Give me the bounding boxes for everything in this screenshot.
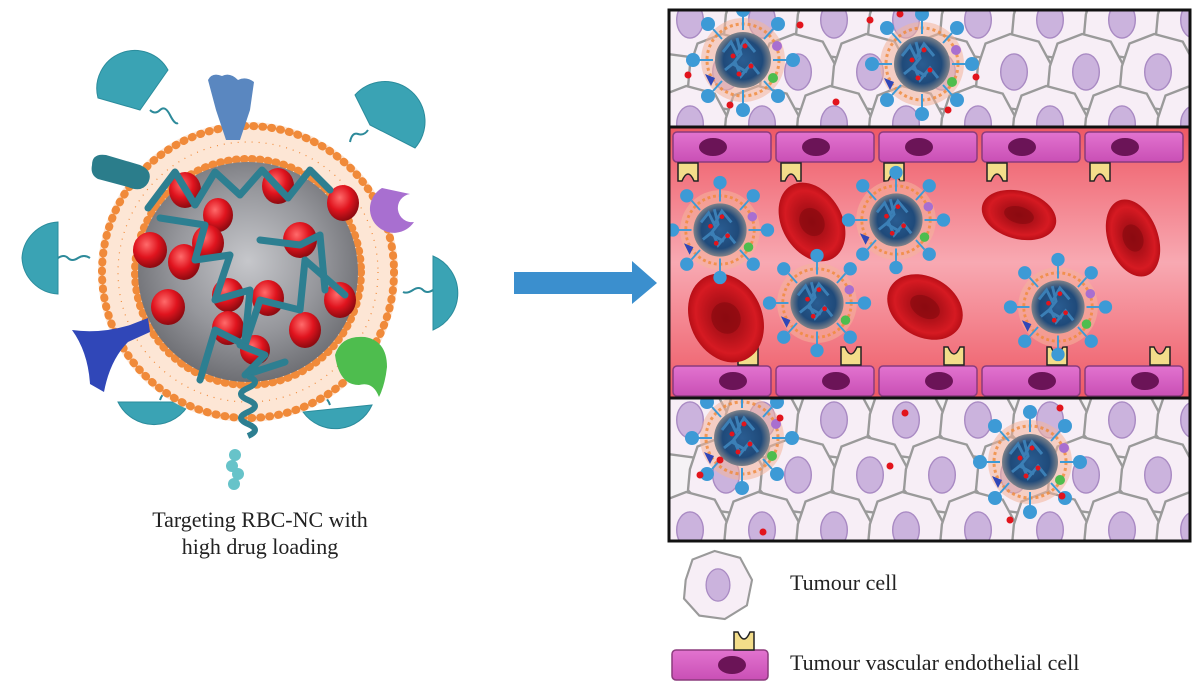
released-drug-dot — [866, 16, 874, 24]
membrane-proteins — [72, 74, 414, 490]
tumour-cell — [866, 490, 946, 541]
ligand-icon — [117, 401, 191, 425]
nucleus — [1028, 372, 1056, 390]
circulating-nanocarrier — [1002, 251, 1114, 363]
ligand-icon — [302, 404, 373, 430]
released-drug-dot — [1056, 404, 1064, 412]
red-blood-cell — [688, 273, 764, 363]
targeting-ligands — [21, 49, 459, 430]
nucleus — [905, 138, 933, 156]
released-drug-dot — [886, 462, 894, 470]
red-blood-cell — [887, 274, 963, 340]
nucleus — [1131, 372, 1159, 390]
legend — [671, 549, 769, 681]
caption-line-2: high drug loading — [181, 534, 339, 559]
nanocarrier-in-tissue — [971, 403, 1089, 521]
nucleus — [719, 372, 747, 390]
rbc-nanocarrier-illustration — [21, 49, 459, 490]
ligand-icon — [96, 49, 169, 111]
tumour-cell-icon — [682, 549, 754, 621]
ligand-icon — [354, 81, 426, 149]
drug-molecules — [133, 168, 359, 365]
c-shaped-protein-icon — [369, 188, 414, 233]
tumour-cell — [1192, 34, 1198, 110]
tumour-cell — [1192, 437, 1198, 513]
ligand-icon — [432, 255, 459, 331]
released-drug-dot — [716, 456, 724, 464]
released-drug-dot — [1006, 516, 1014, 524]
polymer-chains — [144, 166, 349, 384]
helical-protein-icon — [238, 373, 258, 439]
top-tumour-tissue — [669, 10, 1198, 127]
released-drug-dot — [776, 414, 784, 422]
blood-vessel — [669, 127, 1190, 398]
nucleus — [822, 372, 850, 390]
red-blood-cell — [778, 182, 846, 262]
released-drug-dot — [972, 73, 980, 81]
panel-border — [667, 8, 1192, 543]
released-drug-dot — [759, 528, 767, 536]
nanocarrier-in-tissue — [684, 10, 802, 119]
caption-line-1: Targeting RBC-NC with — [152, 507, 368, 532]
released-drug-dot — [944, 106, 952, 114]
released-drug-dot — [696, 471, 704, 479]
endothelial-cell-icon — [671, 631, 769, 681]
red-blood-cell — [981, 189, 1057, 241]
y-shaped-protein-icon — [72, 318, 150, 392]
released-drug-dot — [726, 101, 734, 109]
circulating-nanocarrier — [761, 247, 873, 359]
tumour-cell — [1082, 490, 1162, 541]
nucleus — [699, 138, 727, 156]
red-blood-cell — [1105, 199, 1161, 277]
peptide-tail-icon — [226, 449, 244, 490]
nanocarrier-in-tissue — [863, 10, 981, 123]
nucleus — [925, 372, 953, 390]
channel-protein-icon — [208, 74, 254, 140]
tumour-microenvironment-panel — [667, 8, 1198, 543]
nucleus — [1111, 138, 1139, 156]
nanocarrier-caption: Targeting RBC-NC with high drug loading — [110, 506, 410, 560]
legend-label-tumour-cell: Tumour cell — [790, 570, 898, 595]
tumour-cell — [794, 490, 874, 541]
tumour-cell — [938, 490, 1018, 541]
bottom-tumour-tissue — [669, 398, 1198, 541]
green-protein-icon — [335, 336, 387, 397]
right-arrow-icon — [514, 261, 657, 304]
nucleus — [802, 138, 830, 156]
released-drug-dot — [832, 98, 840, 106]
released-drug-dot — [901, 409, 909, 417]
ligand-icon — [21, 221, 59, 295]
released-drug-dot — [796, 21, 804, 29]
released-drug-dot — [1058, 492, 1066, 500]
released-drug-dot — [684, 71, 692, 79]
circulating-nanocarrier — [840, 164, 952, 276]
legend-label-endothelial-cell: Tumour vascular endothelial cell — [790, 650, 1080, 675]
oval-protein-icon — [91, 154, 150, 190]
nucleus — [1008, 138, 1036, 156]
circulating-nanocarrier — [669, 174, 776, 286]
released-drug-dot — [896, 10, 904, 18]
